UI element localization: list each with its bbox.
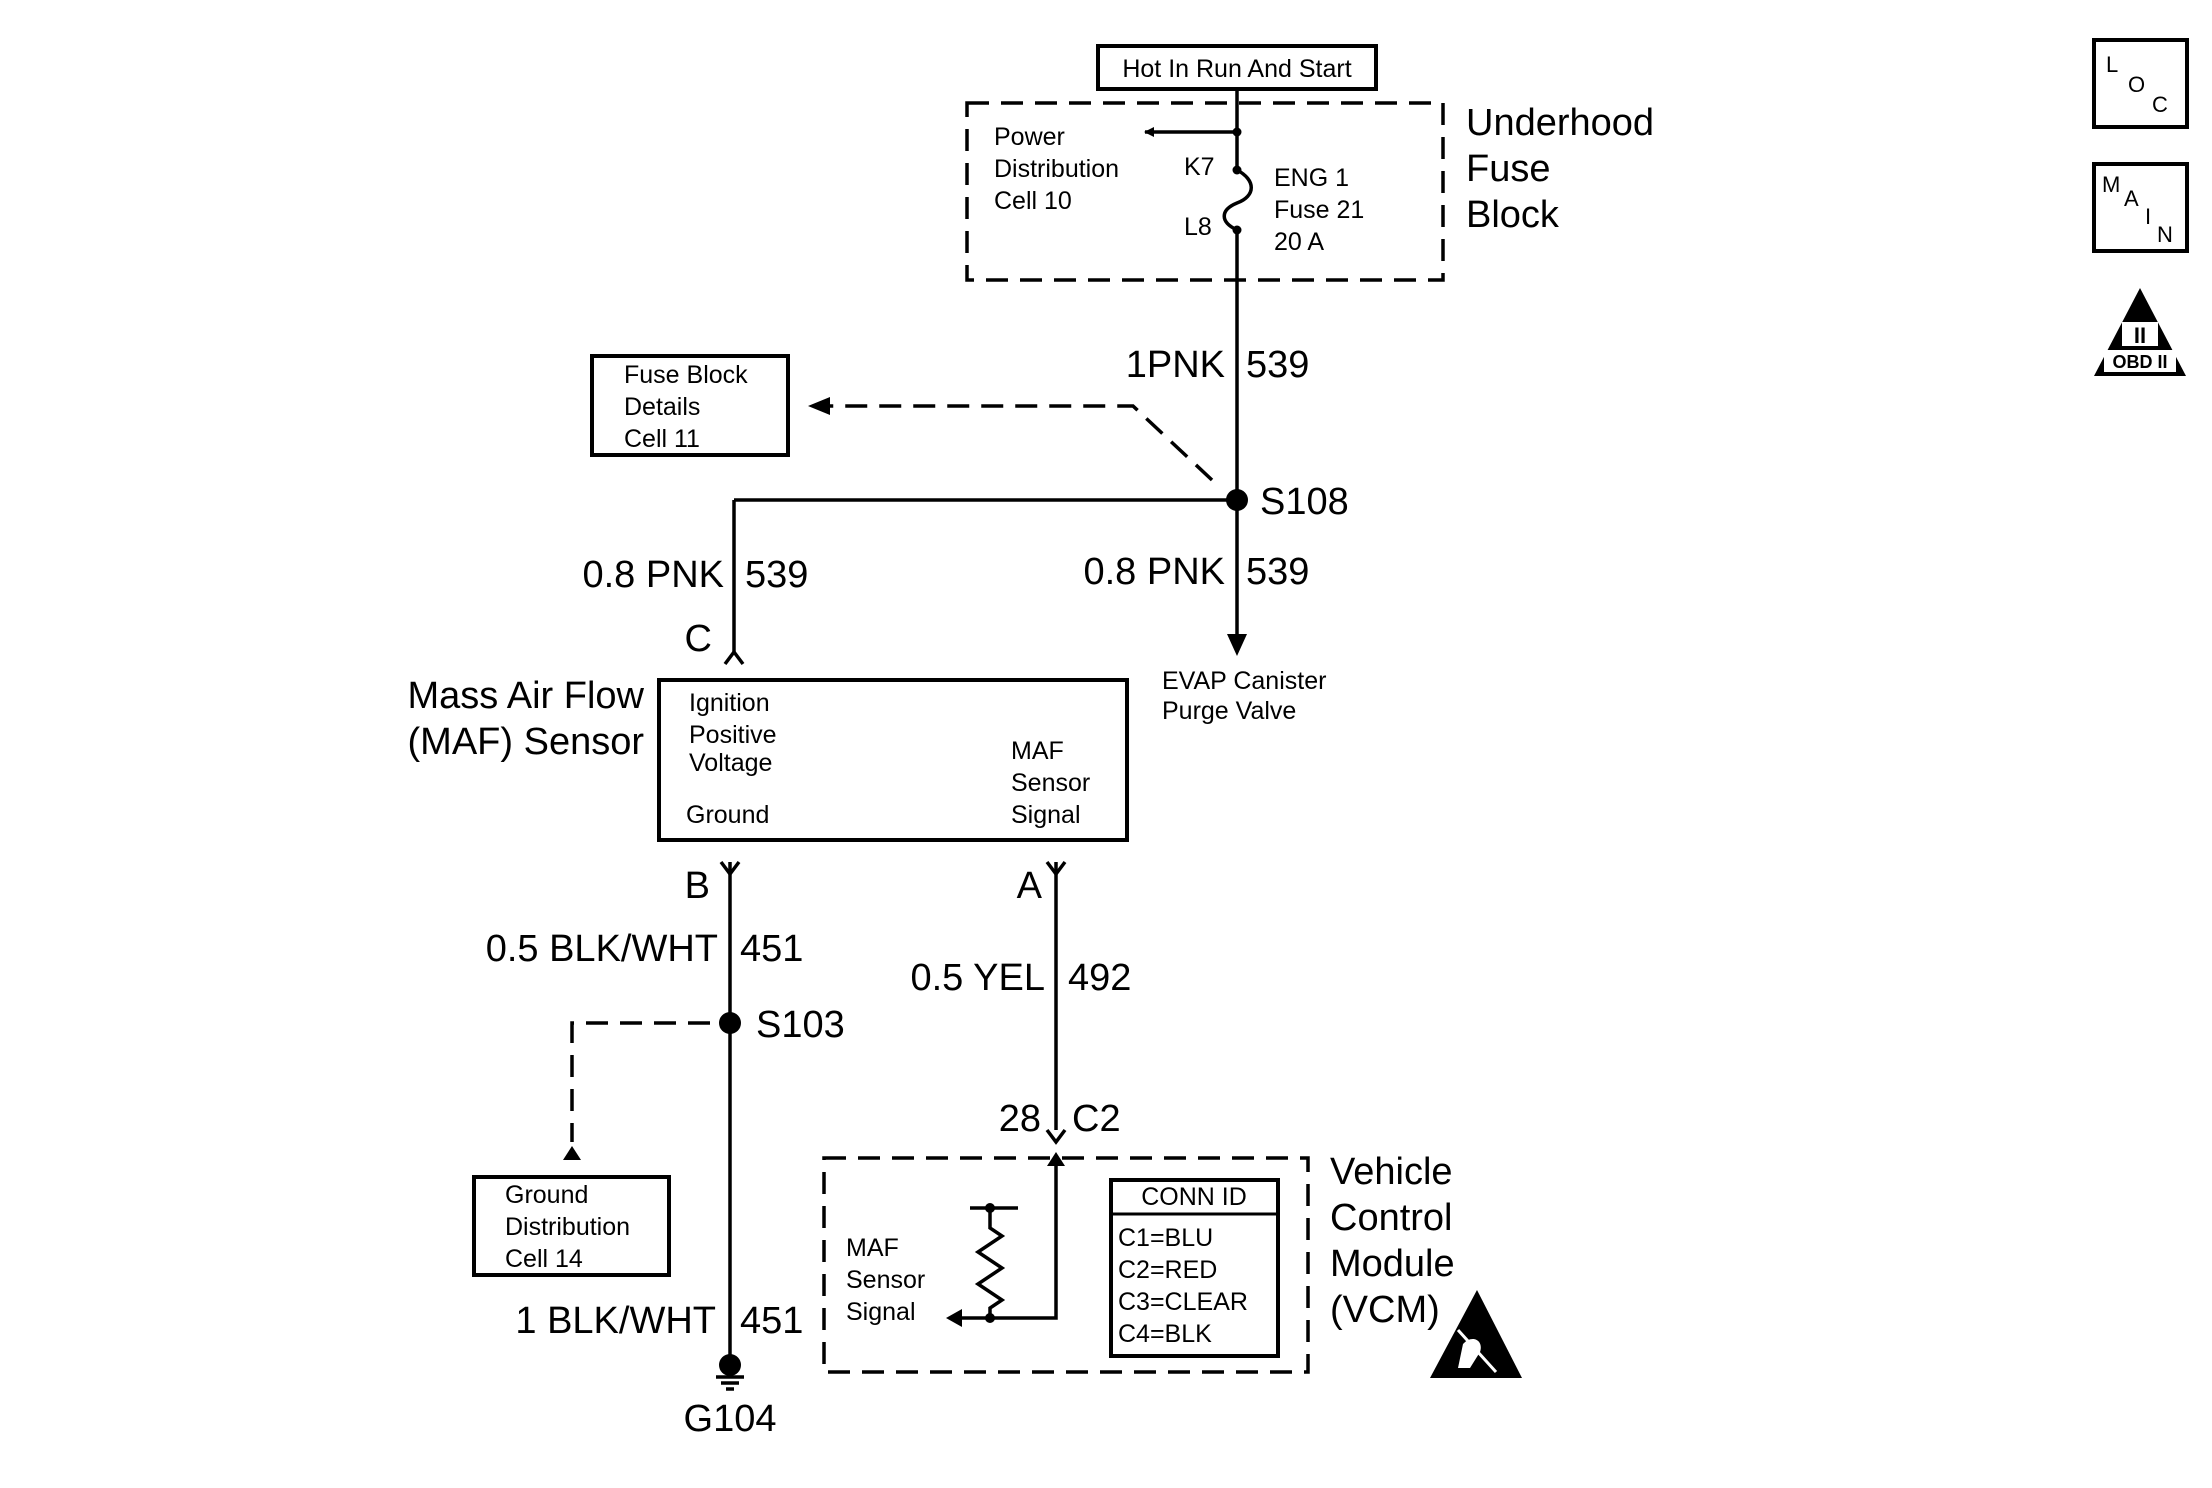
ground-wire-color: 0.5 BLK/WHT [486,928,718,970]
ground-dist-line-2: Distribution [505,1213,630,1241]
maf-ignition-1: Ignition [689,689,770,717]
connector-c2-symbol [1045,1128,1067,1145]
svg-text:N: N [2157,222,2173,247]
ground-wire-circuit: 451 [740,928,803,970]
maf-ignition-3: Voltage [689,749,772,777]
signal-wire-circuit: 492 [1068,957,1131,999]
svg-text:L: L [2106,52,2118,77]
fuse-line-1: ENG 1 [1274,164,1349,192]
vcm-signal-1: MAF [846,1234,899,1262]
maf-ignition-2: Positive [689,721,777,749]
maf-title-1: Mass Air Flow [408,675,645,717]
maf-signal-2: Sensor [1011,769,1090,797]
maf-title-2: (MAF) Sensor [408,721,645,763]
splice-s103 [719,1012,741,1034]
vcm-signal-2: Sensor [846,1266,925,1294]
evap-label-1: EVAP Canister [1162,667,1326,695]
splice-s103-label: S103 [756,1004,845,1046]
maf-sensor-box [657,678,1129,842]
evap-wire-color: 0.8 PNK [1083,551,1225,593]
fuse-block-title-2: Fuse [1466,148,1550,190]
svg-text:II: II [2134,323,2146,348]
fuse-block-title-1: Underhood [1466,102,1654,144]
vcm-title-2: Control [1330,1197,1453,1239]
connector-c-symbol [723,649,745,666]
main-wire-circuit: 539 [1246,344,1309,386]
vcm-internal-signal-wire [990,1166,1058,1320]
ground-wire2-color: 1 BLK/WHT [515,1300,716,1342]
power-source-label: Hot In Run And Start [1122,55,1351,83]
ground-distribution-box [472,1175,671,1277]
maf-signal-3: Signal [1011,801,1081,829]
vcm-signal-3: Signal [846,1298,916,1326]
conn-id-table [1109,1178,1280,1358]
evap-wire-circuit: 539 [1246,551,1309,593]
maf-signal-1: MAF [1011,737,1064,765]
conn-id-c3: C3=CLEAR [1118,1288,1248,1316]
ground-dist-line-3: Cell 14 [505,1245,583,1273]
fuse-details-line-2: Details [624,393,700,421]
vcm-pin-label: 28 [999,1098,1041,1140]
fuse-line-3: 20 A [1274,228,1324,256]
fuse-details-dashed-link [820,404,1214,482]
vcm-outline [822,1156,1310,1374]
maf-feed-color: 0.8 PNK [582,554,724,596]
power-dist-line-1: Power [994,123,1065,151]
signal-wire-color: 0.5 YEL [910,957,1045,999]
vcm-title-4: (VCM) [1330,1289,1440,1331]
fuse-block-details-box [590,354,790,457]
conn-id-header: CONN ID [1141,1183,1247,1211]
vcm-title-1: Vehicle [1330,1151,1453,1193]
maf-connector-b-label: B [685,865,710,907]
pullup-resistor-symbol [974,1208,1006,1318]
fuse-element [1222,168,1253,232]
fuse-details-line-1: Fuse Block [624,361,748,389]
loc-icon[interactable]: L O C [2092,38,2189,129]
conn-id-c4: C4=BLK [1118,1320,1212,1348]
main-icon[interactable]: M A I N [2092,162,2189,253]
svg-text:A: A [2124,186,2139,211]
power-dist-line-2: Distribution [994,155,1119,183]
fuse-block-title-3: Block [1466,194,1560,236]
evap-arrowhead [1227,634,1247,656]
conn-id-c2: C2=RED [1118,1256,1217,1284]
ground-wire2-circuit: 451 [740,1300,803,1342]
svg-text:M: M [2102,172,2120,197]
conn-id-c1: C1=BLU [1118,1224,1213,1252]
fuse-line-2: Fuse 21 [1274,196,1364,224]
maf-feed-circuit: 539 [745,554,808,596]
svg-text:C: C [2152,92,2168,117]
obd-ii-icon[interactable]: II OBD II [2094,288,2186,376]
vcm-connector-label: C2 [1072,1098,1121,1140]
ground-point-node [719,1354,741,1376]
pin-l8-label: L8 [1184,213,1212,241]
svg-text:OBD II: OBD II [2112,352,2167,372]
main-wire-color: 1PNK [1126,344,1225,386]
fuse-details-line-3: Cell 11 [624,425,700,453]
svg-text:I: I [2145,204,2151,229]
ground-dist-arrowhead [563,1146,581,1160]
ground-dist-line-1: Ground [505,1181,588,1209]
vcm-input-arrowhead [1047,1152,1065,1166]
svg-text:O: O [2128,72,2145,97]
maf-connector-a-label: A [1017,865,1043,907]
vcm-signal-arrowhead [946,1309,962,1327]
ground-point-label: G104 [684,1398,777,1440]
evap-label-2: Purge Valve [1162,697,1296,725]
maf-connector-c-label: C [685,618,712,660]
maf-ground-label: Ground [686,801,769,829]
pin-k7-label: K7 [1184,153,1215,181]
vcm-title-3: Module [1330,1243,1455,1285]
ground-dist-dashed-link [570,1021,710,1142]
fuse-details-arrowhead [808,397,830,415]
power-dist-line-3: Cell 10 [994,187,1072,215]
splice-s108-label: S108 [1260,481,1349,523]
underhood-fuse-block-outline [965,101,1445,282]
esd-warning-icon [1430,1290,1522,1378]
